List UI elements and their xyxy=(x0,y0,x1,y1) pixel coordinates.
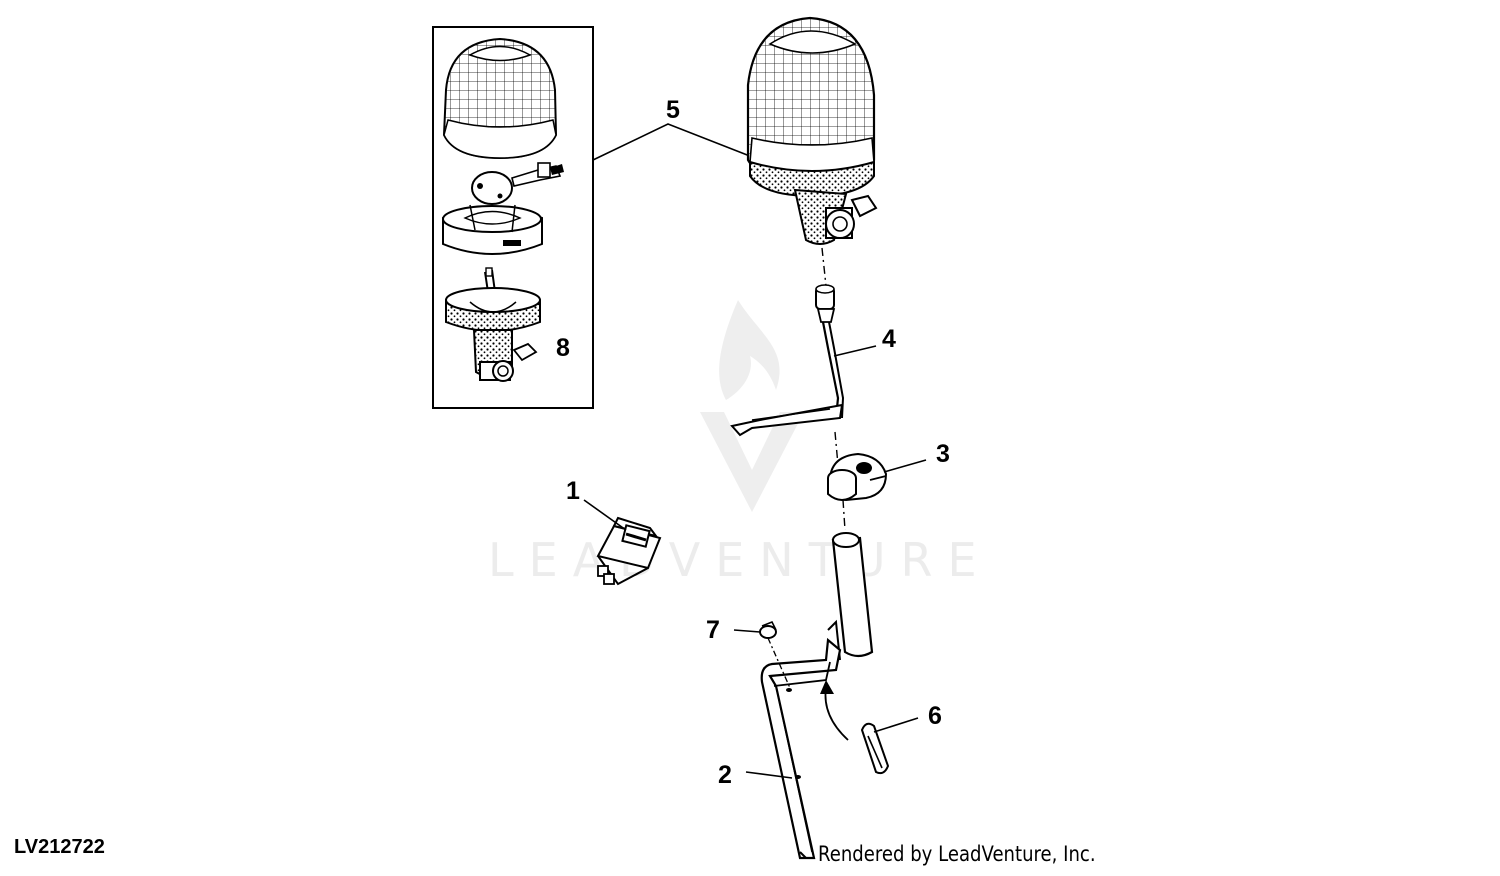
inset-frame xyxy=(432,26,594,409)
leader-2 xyxy=(745,771,793,779)
assembly-centerline-middle xyxy=(834,431,839,466)
assembly-centerline-upper xyxy=(821,247,827,287)
credit-text: Rendered by LeadVenture, Inc. xyxy=(818,842,1096,866)
leader-4 xyxy=(833,345,877,357)
inset-housing-ring xyxy=(442,204,543,255)
callout-2: 2 xyxy=(718,761,732,789)
callout-6: 6 xyxy=(928,702,942,730)
mounting-bracket xyxy=(760,637,842,860)
rocker-switch xyxy=(596,516,662,586)
inset-bulb xyxy=(471,162,564,205)
leader-6 xyxy=(873,717,919,733)
callout-7: 7 xyxy=(706,616,720,644)
watermark-text: LEADVENTURE xyxy=(488,533,992,587)
exploded-beacon-inset xyxy=(432,26,594,409)
mounting-clamp xyxy=(827,452,888,502)
retaining-clip xyxy=(820,680,890,775)
watermark: LEADVENTURE xyxy=(488,300,992,587)
assembly-centerline-lower xyxy=(842,499,846,531)
reference-code: LV212722 xyxy=(14,836,105,858)
inset-lens xyxy=(442,37,558,160)
inset-base xyxy=(445,267,541,382)
callout-3: 3 xyxy=(936,440,950,468)
leader-3 xyxy=(883,459,927,473)
wire-harness xyxy=(730,284,845,437)
beacon-assembly xyxy=(746,16,878,245)
callout-8: 8 xyxy=(556,334,570,362)
mounting-tube xyxy=(827,532,874,661)
leader-1 xyxy=(583,499,627,531)
callout-5: 5 xyxy=(666,96,680,124)
leader-7 xyxy=(733,629,761,633)
leader-5 xyxy=(592,123,761,161)
callout-4: 4 xyxy=(882,325,896,353)
callout-1: 1 xyxy=(566,477,580,505)
